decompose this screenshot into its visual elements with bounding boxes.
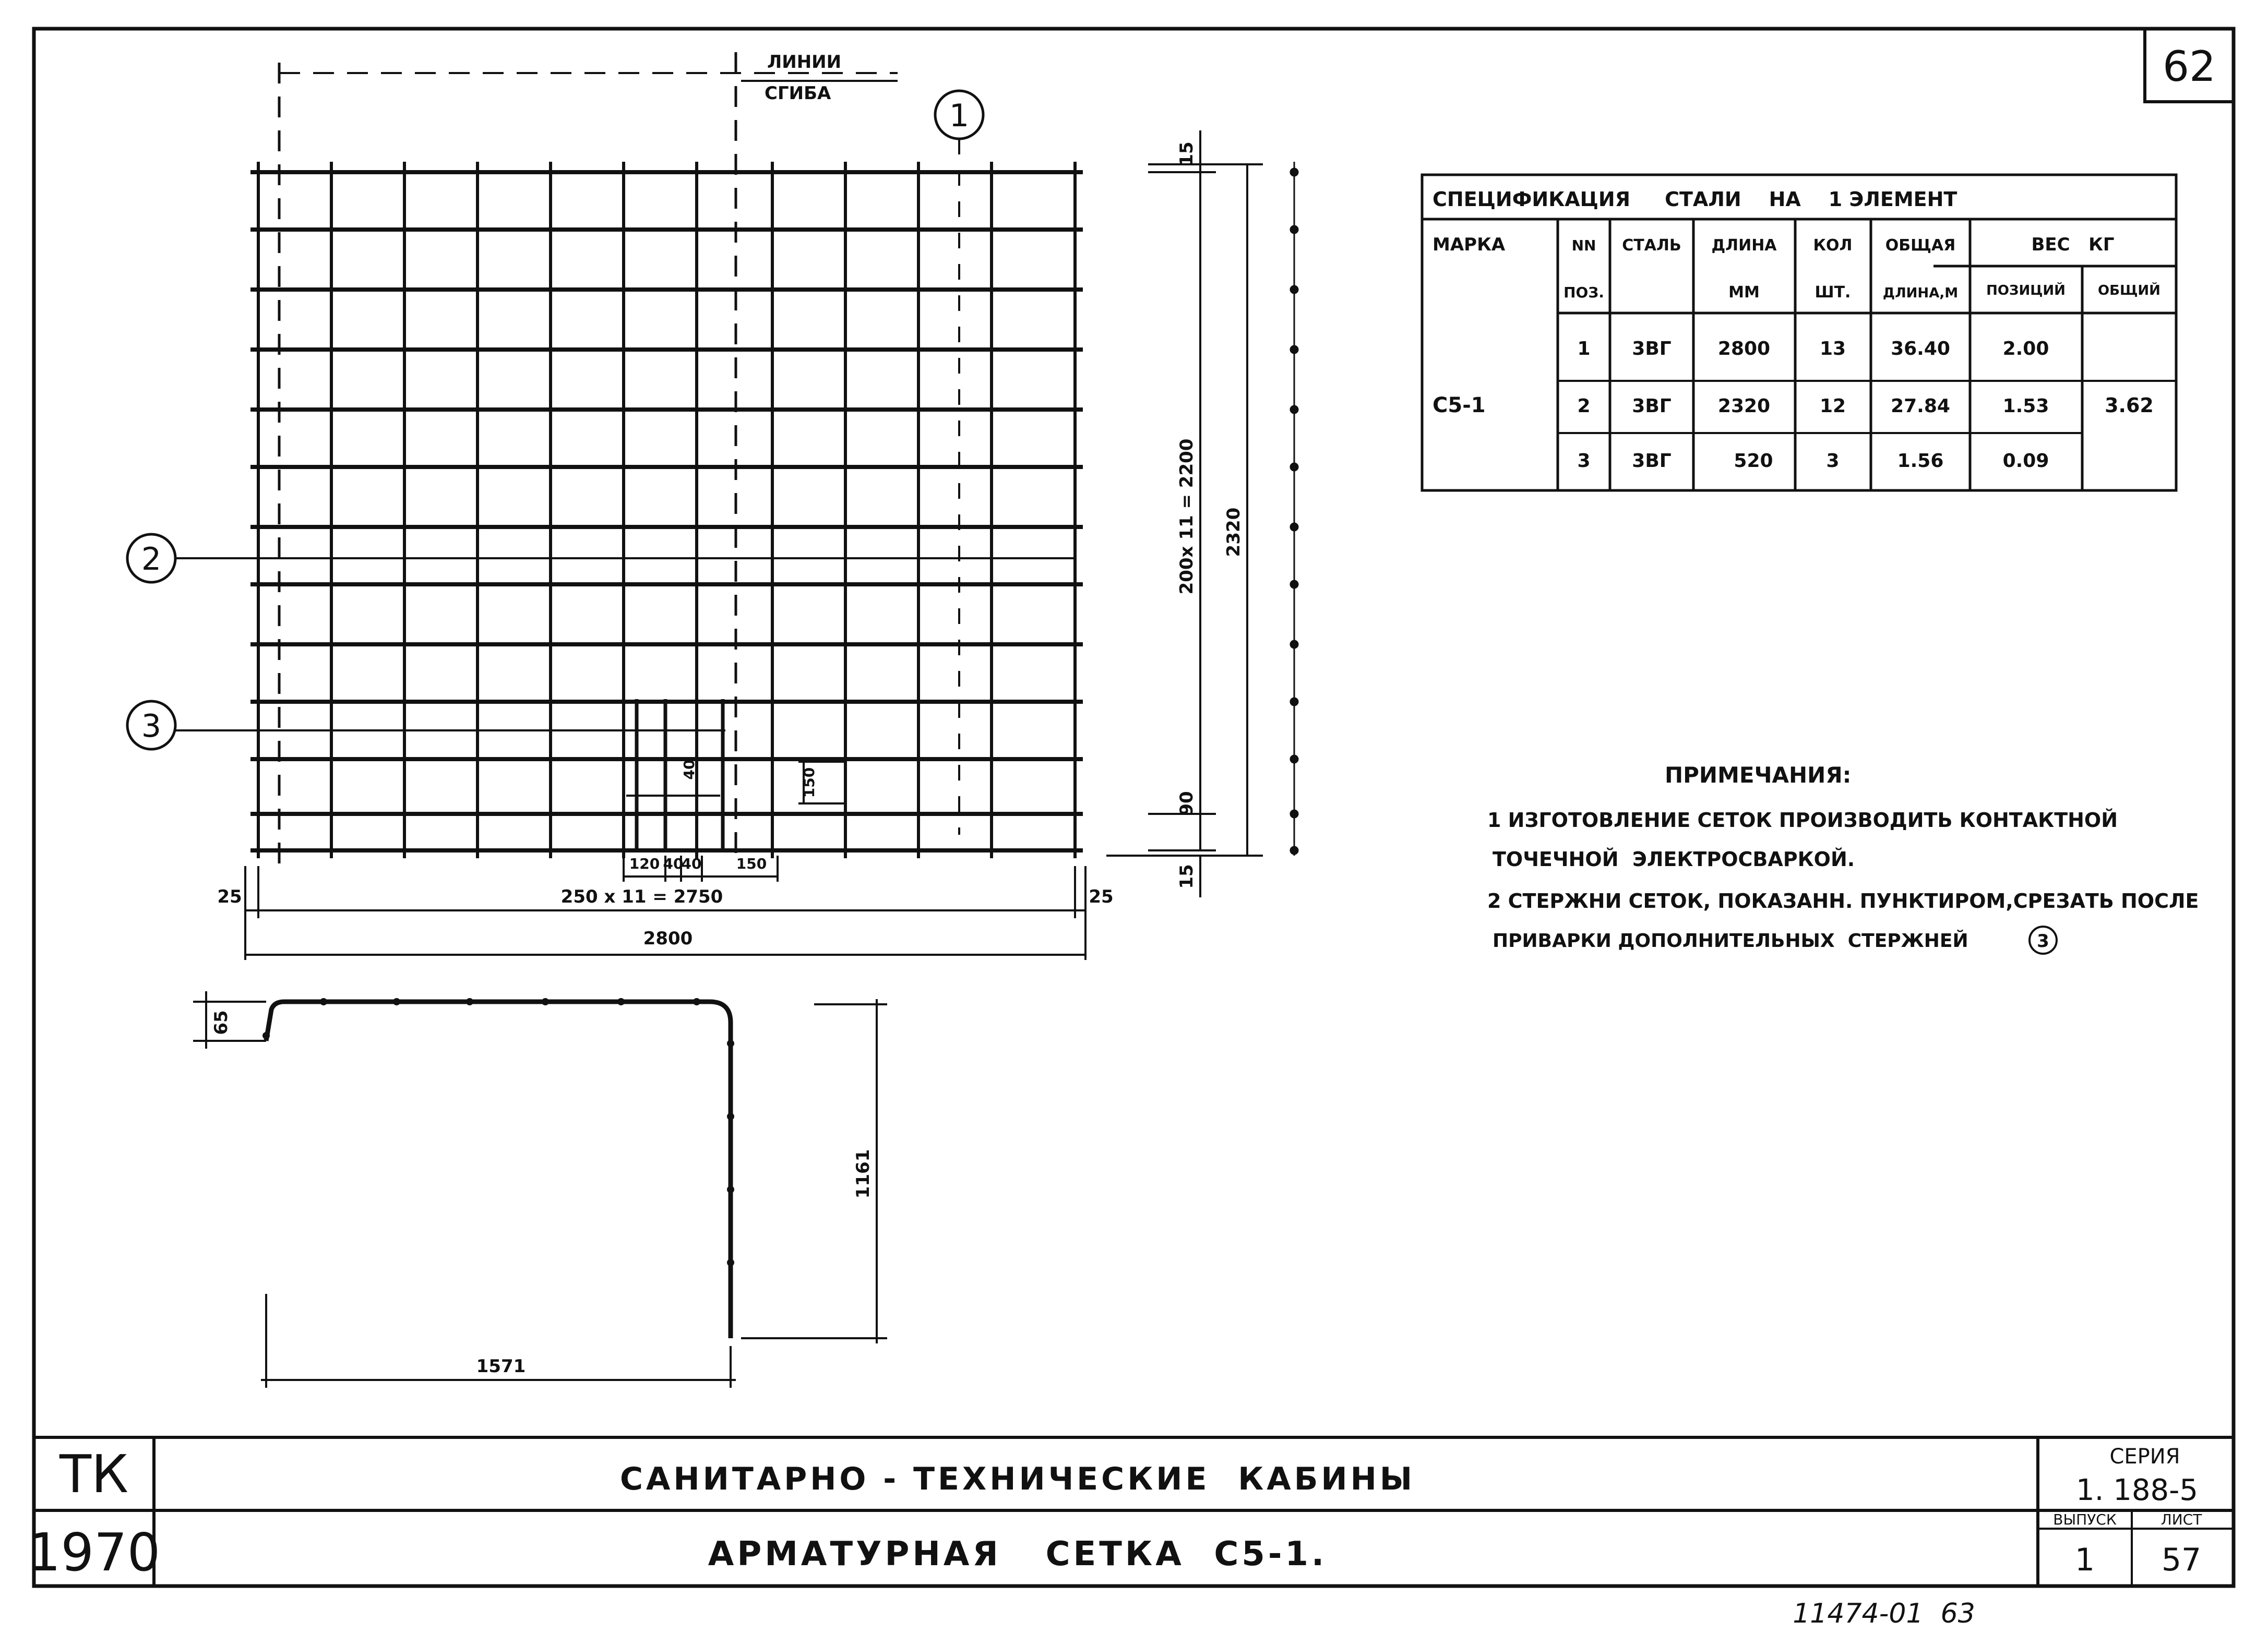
- r3-w-pos: 0.09: [2003, 450, 2049, 472]
- hdr-kol-1: КОЛ: [1813, 236, 1853, 255]
- dim-90: 90: [1176, 791, 1197, 815]
- notes-line-4: ПРИВАРКИ ДОПОЛНИТЕЛЬНЫХ СТЕРЖНЕЙ: [1493, 930, 1968, 952]
- marker-2-label: 2: [141, 541, 161, 578]
- notes-line-2: ТОЧЕЧНОЙ ЭЛЕКТРОСВАРКОЙ.: [1493, 848, 1855, 871]
- notes: ПРИМЕЧАНИЯ: 1 ИЗГОТОВЛЕНИЕ СЕТОК ПРОИЗВО…: [1487, 762, 2199, 955]
- hdr-ves: ВЕС КГ: [2031, 234, 2114, 255]
- dim-15-top: 15: [1176, 141, 1197, 166]
- notes-marker-3-label: 3: [2037, 931, 2049, 952]
- hdr-ves-obsh: ОБЩИЙ: [2098, 282, 2160, 298]
- dim-15-bottom: 15: [1176, 864, 1197, 888]
- dim-1161: 1161: [853, 1149, 874, 1199]
- dim-pitch-vertical: 200x 11 = 2200: [1176, 439, 1197, 595]
- dim-total-vertical: 2320: [1223, 508, 1244, 557]
- sheet-number: 62: [2163, 42, 2216, 91]
- notes-title: ПРИМЕЧАНИЯ:: [1665, 762, 1851, 788]
- hdr-stal: СТАЛЬ: [1622, 236, 1681, 255]
- spec-table-text: СПЕЦИФИКАЦИЯ СТАЛИ НА 1 ЭЛЕМЕНТ МАРКА NN…: [1433, 188, 2160, 472]
- profile-dots: [262, 998, 734, 1266]
- title-block-text: ТК 1970 САНИТАРНО - ТЕХНИЧЕСКИЕ КАБИНЫ А…: [28, 1444, 2202, 1583]
- tb-drawing-title: АРМАТУРНАЯ СЕТКА С5-1.: [708, 1535, 1327, 1574]
- mesh-bars: [250, 162, 1299, 858]
- tb-org: ТК: [59, 1444, 128, 1505]
- spec-table: [1421, 173, 2178, 492]
- profile-dimension-labels: 65 1161 1571: [211, 1010, 874, 1377]
- bent-profile: [193, 991, 887, 1388]
- notes-line-1: 1 ИЗГОТОВЛЕНИЕ СЕТОК ПРОИЗВОДИТЬ КОНТАКТ…: [1487, 809, 2118, 832]
- hdr-marka: МАРКА: [1433, 234, 1506, 255]
- mesh-dimensions: [244, 130, 1295, 960]
- dim-40a: 40: [663, 855, 684, 872]
- sheet-number-box: 62: [2143, 27, 2235, 103]
- r2-length: 2320: [1718, 395, 1770, 417]
- dim-40-mid: 40: [681, 760, 698, 780]
- r1-pos: 1: [1577, 338, 1590, 359]
- footer-stamp: 11474-01 63: [1793, 1598, 1975, 1629]
- cell-weight-total: 3.62: [2105, 394, 2154, 417]
- hdr-dlina-2: ММ: [1728, 283, 1760, 302]
- dim-pitch-horizontal: 250 x 11 = 2750: [561, 886, 723, 907]
- r3-pos: 3: [1577, 450, 1590, 472]
- marker-1-label: 1: [949, 98, 969, 134]
- hdr-dlina-1: ДЛИНА: [1711, 236, 1777, 255]
- marker-3: [126, 700, 177, 751]
- dim-1571: 1571: [476, 1356, 526, 1377]
- sheet-frame: [32, 27, 2236, 1588]
- r1-w-pos: 2.00: [2003, 338, 2049, 359]
- hdr-obsh-2: ДЛИНА,М: [1883, 285, 1958, 301]
- notes-marker-3: [2028, 926, 2058, 955]
- hdr-nn-2: ПОЗ.: [1563, 284, 1604, 301]
- hdr-nn-1: NN: [1572, 237, 1596, 254]
- tb-project: САНИТАРНО - ТЕХНИЧЕСКИЕ КАБИНЫ: [620, 1461, 1415, 1497]
- bend-line-label-1: ЛИНИИ: [767, 52, 841, 73]
- mesh-dimension-labels: 15 15 90 200x 11 = 2200 2320 25 25 250 x…: [217, 141, 1244, 949]
- tb-issue-label: ВЫПУСК: [2053, 1511, 2117, 1528]
- marker-3-label: 3: [141, 708, 161, 745]
- r2-total-len: 27.84: [1891, 395, 1950, 417]
- dim-65: 65: [211, 1010, 232, 1035]
- dim-120: 120: [629, 855, 660, 872]
- tb-year: 1970: [28, 1522, 161, 1583]
- cell-marka: С5-1: [1433, 393, 1486, 417]
- bend-line-label-2: СГИБА: [765, 83, 831, 104]
- r3-qty: 3: [1826, 450, 1839, 472]
- r1-length: 2800: [1718, 338, 1770, 359]
- r3-length: 520: [1734, 450, 1773, 472]
- dim-total-horizontal: 2800: [643, 928, 693, 949]
- tb-sheet-label: ЛИСТ: [2161, 1511, 2203, 1528]
- title-block: [34, 1436, 2234, 1586]
- mesh-plan: ЛИНИИ СГИБА 1 2 3: [126, 52, 1299, 866]
- r3-total-len: 1.56: [1897, 450, 1944, 472]
- dim-40b: 40: [682, 855, 702, 872]
- notes-line-3: 2 СТЕРЖНИ СЕТОК, ПОКАЗАНН. ПУНКТИРОМ,СРЕ…: [1487, 890, 2199, 912]
- r1-qty: 13: [1820, 338, 1846, 359]
- hdr-ves-poz: ПОЗИЦИЙ: [1986, 282, 2066, 298]
- r3-steel: 3ВГ: [1632, 450, 1671, 472]
- spec-title: СПЕЦИФИКАЦИЯ СТАЛИ НА 1 ЭЛЕМЕНТ: [1433, 188, 1957, 211]
- dim-150-bottom: 150: [736, 855, 767, 872]
- r2-w-pos: 1.53: [2003, 395, 2049, 417]
- hdr-obsh-1: ОБЩАЯ: [1885, 236, 1955, 255]
- dim-150-mid: 150: [801, 767, 818, 798]
- hdr-kol-2: ШТ.: [1815, 283, 1851, 302]
- tb-sheet-value: 57: [2162, 1542, 2201, 1578]
- tb-issue-value: 1: [2075, 1542, 2095, 1578]
- r1-total-len: 36.40: [1891, 338, 1950, 359]
- r2-steel: 3ВГ: [1632, 395, 1671, 417]
- r2-qty: 12: [1820, 395, 1846, 417]
- dim-25-right: 25: [1089, 886, 1113, 907]
- tb-series-label: СЕРИЯ: [2109, 1445, 2180, 1469]
- r2-pos: 2: [1577, 395, 1590, 417]
- dim-25-left: 25: [217, 886, 242, 907]
- tb-series-value: 1. 188-5: [2076, 1473, 2198, 1507]
- r1-steel: 3ВГ: [1632, 338, 1671, 359]
